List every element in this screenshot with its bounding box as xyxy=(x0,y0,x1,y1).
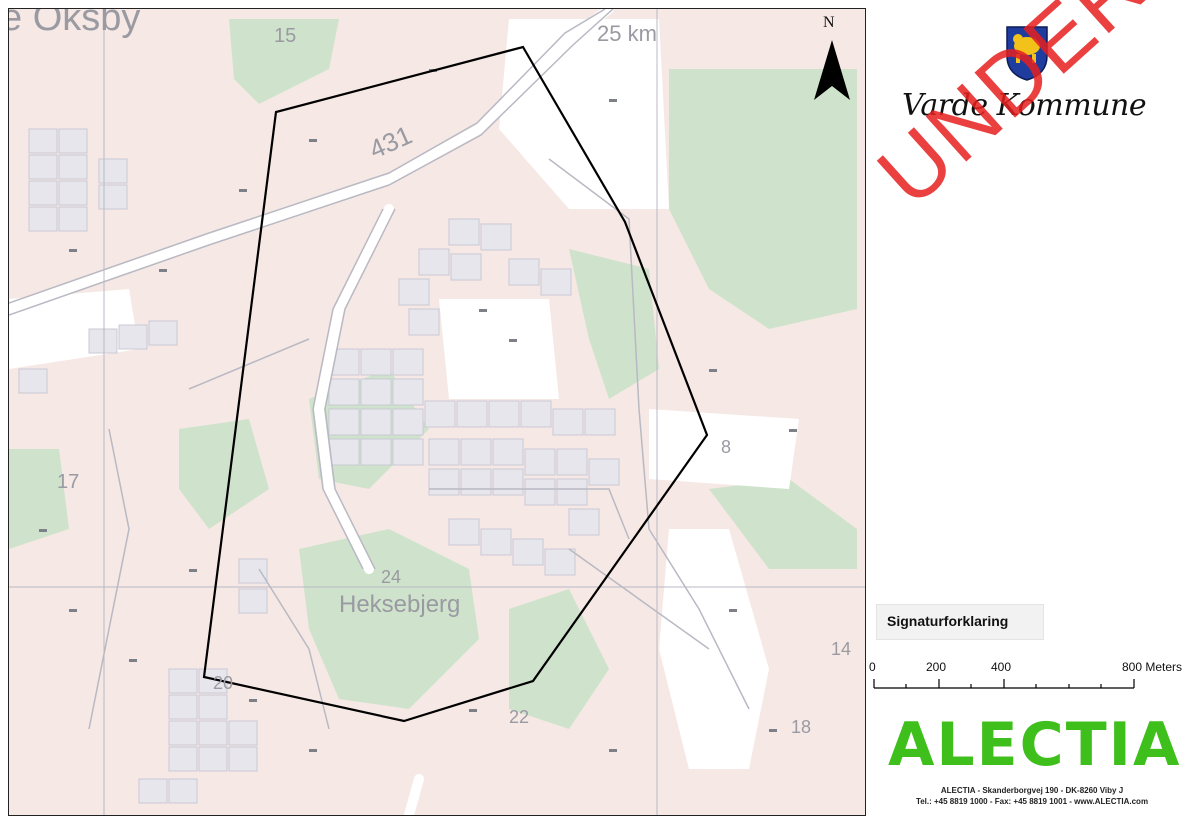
contour-label: 8 xyxy=(721,437,732,457)
scale-label: 800 Meters xyxy=(1122,660,1183,674)
forest-areas xyxy=(9,19,857,729)
company-contact: Tel.: +45 8819 1000 - Fax: +45 8819 1001… xyxy=(915,797,1149,806)
grid-lines xyxy=(9,9,865,815)
legend-panel xyxy=(866,0,1198,816)
distance-label: 25 km xyxy=(597,21,657,46)
place-label-heksebjerg: Heksebjerg xyxy=(339,591,461,618)
place-label-town: e Oksby xyxy=(8,8,141,39)
residential-blocks xyxy=(18,128,620,804)
main-roads xyxy=(9,9,614,815)
north-arrow-icon xyxy=(814,40,850,100)
company-logo-text: ALECTIA xyxy=(888,710,1182,780)
scale-label: 400 xyxy=(991,660,1012,674)
contour-label: 15 xyxy=(274,25,297,47)
contour-label: 24 xyxy=(381,567,402,587)
north-label: N xyxy=(823,14,835,31)
municipality-name: Varde Kommune xyxy=(902,88,1147,123)
legend-box: Signaturforklaring xyxy=(876,604,1044,640)
study-area-polygon xyxy=(202,45,709,723)
legend-title: Signaturforklaring xyxy=(887,613,1009,629)
scale-label: 200 xyxy=(926,660,947,674)
scale-label: 0 xyxy=(869,660,876,674)
contour-label: 22 xyxy=(509,707,530,727)
contour-label: 18 xyxy=(791,717,812,737)
scale-ruler xyxy=(873,679,1135,689)
municipal-crest-icon xyxy=(1006,26,1048,81)
map-frame[interactable]: e Oksby 25 km 431 Heksebjerg 15 17 24 22… xyxy=(8,8,866,816)
scale-bar: 0 200 400 800 Meters xyxy=(866,660,1198,696)
contour-label: 17 xyxy=(57,471,80,493)
company-address: ALECTIA - Skanderborgvej 190 - DK-8260 V… xyxy=(940,786,1124,795)
contour-label: 20 xyxy=(213,673,234,693)
topographic-map xyxy=(9,9,865,815)
contour-label: 14 xyxy=(831,639,852,659)
company-logo: ALECTIA xyxy=(888,710,1179,780)
road-edges xyxy=(9,9,750,730)
